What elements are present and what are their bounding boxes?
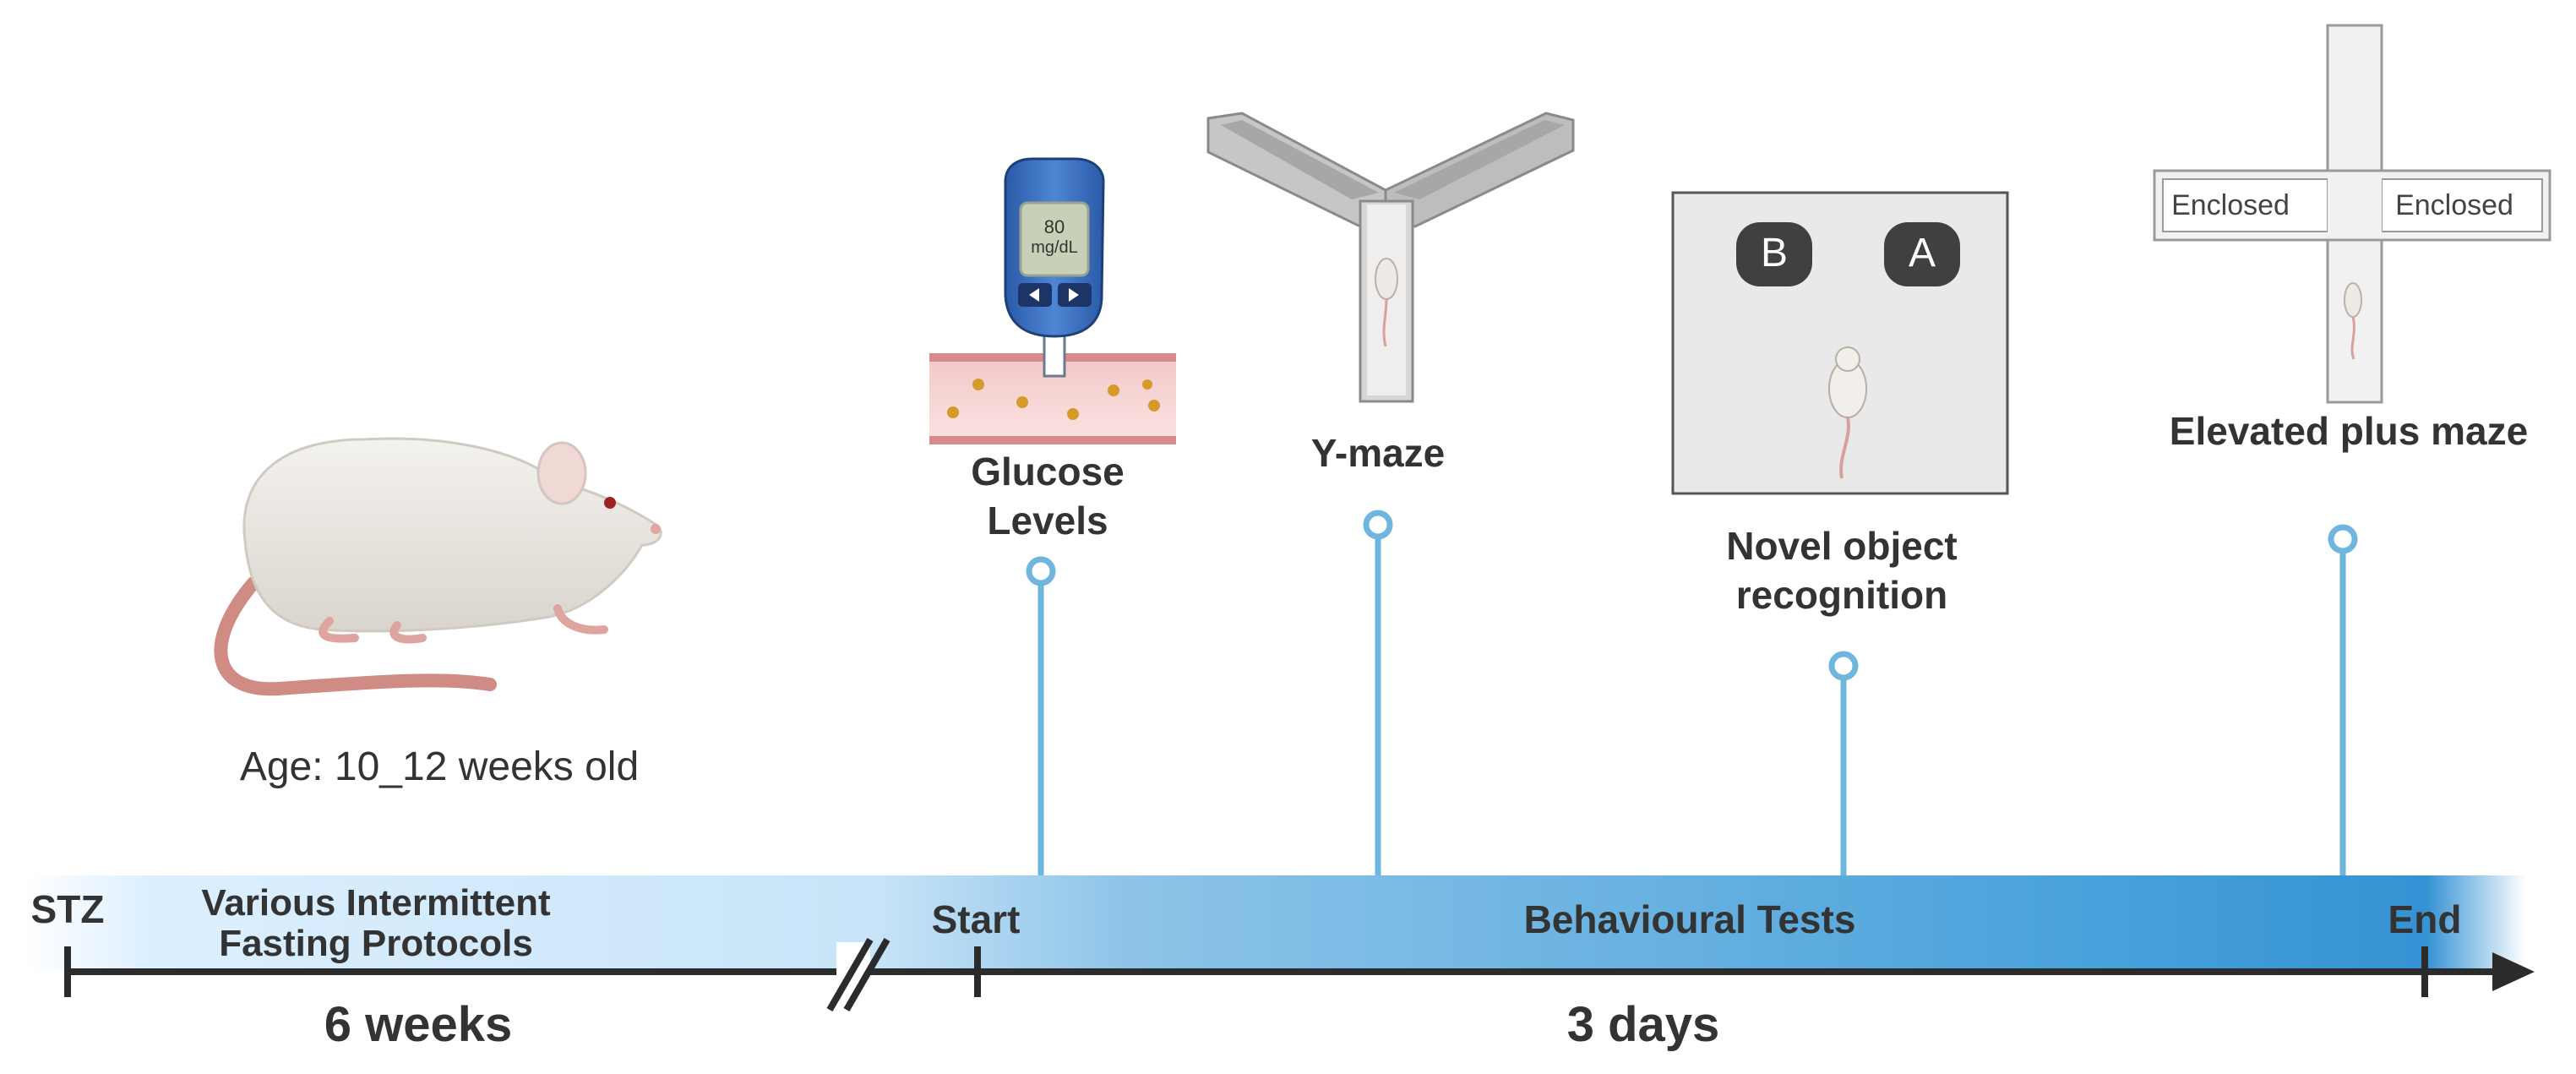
- epm-label: Elevated plus maze: [2169, 409, 2529, 453]
- age-label: Age: 10_12 weeks old: [239, 744, 640, 789]
- end-label: End: [2388, 897, 2462, 941]
- nor-arena-illustration: [1671, 191, 2009, 495]
- epm-illustration: [2153, 24, 2551, 404]
- marker-epm: [2328, 524, 2358, 554]
- timeline-band: [25, 875, 2526, 970]
- phase2-duration: 3 days: [1566, 997, 1720, 1052]
- axis-break-mark-1: [826, 937, 874, 1012]
- axis-break-mark-2: [843, 937, 890, 1012]
- epm-arm-right-label: Enclosed: [2395, 189, 2513, 221]
- glucose-label-line2: Levels: [987, 499, 1108, 542]
- stz-label: STZ: [30, 887, 105, 931]
- marker-glucose: [1026, 556, 1056, 586]
- behavioural-label: Behavioural Tests: [1523, 897, 1856, 941]
- y-maze-illustration: [1206, 112, 1575, 403]
- meter-unit: mg/dL: [1031, 238, 1078, 257]
- axis-arrowhead: [2492, 952, 2535, 991]
- nor-label-line2: recognition: [1735, 573, 1948, 617]
- object-b-label: B: [1760, 231, 1788, 275]
- ymaze-label: Y-maze: [1310, 431, 1446, 475]
- marker-ymaze: [1363, 510, 1393, 540]
- meter-value: 80: [1043, 216, 1065, 237]
- start-label: Start: [931, 897, 1021, 941]
- object-b-shape: [1736, 222, 1812, 286]
- nor-label-line1: Novel object: [1726, 524, 1958, 568]
- epm-arm-left-label: Enclosed: [2171, 189, 2290, 221]
- phase1-duration: 6 weeks: [324, 997, 513, 1052]
- glucose-label-line1: Glucose: [971, 450, 1125, 493]
- marker-nor: [1828, 651, 1859, 681]
- fasting-label: Various Intermittent Fasting Protocols: [201, 882, 551, 965]
- object-a-shape: [1884, 222, 1960, 286]
- object-a-label: A: [1908, 231, 1936, 275]
- glucose-meter-illustration: [929, 157, 1176, 444]
- rat-illustration: [214, 437, 662, 696]
